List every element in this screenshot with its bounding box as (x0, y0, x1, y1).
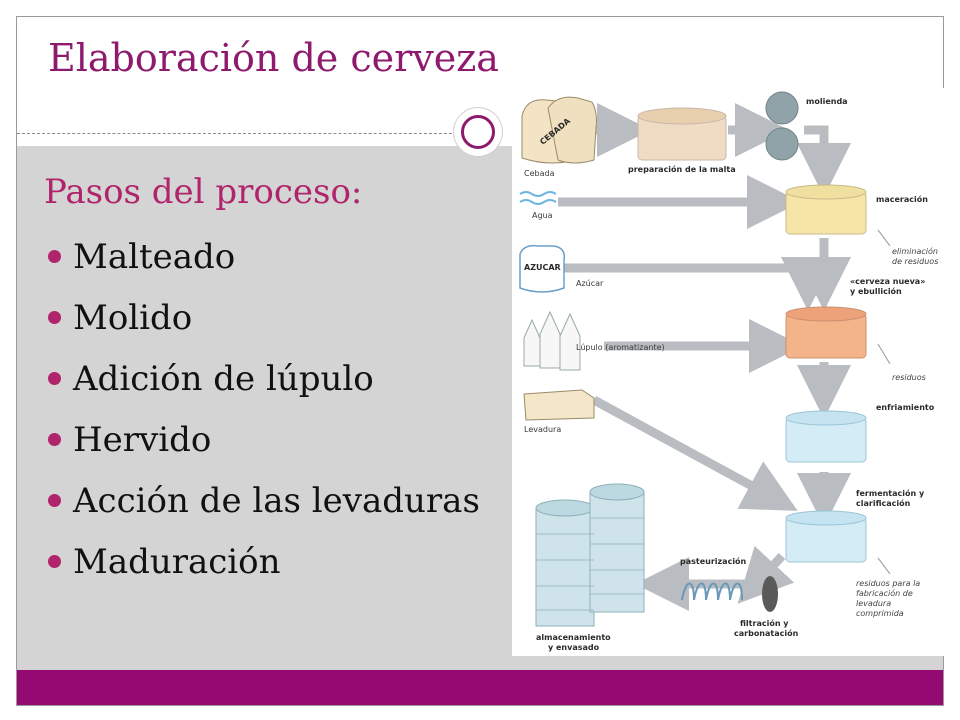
brewing-process-diagram: CEBADA Cebada Agua AZUCAR Azúcar Lúpulo … (512, 88, 944, 656)
almacenamiento-label-2: y envasado (548, 643, 600, 652)
list-item: Adición de lúpulo (44, 348, 480, 409)
maceracion-tank-icon (785, 184, 867, 235)
molienda-rollers-icon (765, 91, 799, 161)
eliminacion-label-1: eliminación (892, 246, 938, 256)
agua-icon (519, 191, 557, 205)
list-item: Molido (44, 287, 480, 348)
section-subtitle: Pasos del proceso: (44, 172, 363, 212)
residuos-fab-label-3: levadura (856, 599, 891, 608)
list-item: Hervido (44, 409, 480, 470)
list-item: Acción de las levaduras (44, 470, 480, 531)
filtracion-label-1: filtración y (740, 618, 789, 628)
maceracion-label: maceración (876, 194, 928, 204)
bullet-icon (48, 372, 61, 385)
residuos-fab-label-2: fabricación de (856, 588, 913, 598)
title-divider (17, 133, 457, 134)
fermentacion-label-1: fermentación y (856, 488, 925, 498)
bullet-icon (48, 433, 61, 446)
enfriamiento-tank-icon (785, 410, 867, 463)
lupulo-sacks-icon (523, 310, 581, 371)
ebullicion-tank-icon (785, 306, 867, 359)
filtracion-icon (762, 576, 778, 612)
diagram-svg: CEBADA Cebada Agua AZUCAR Azúcar Lúpulo … (519, 91, 938, 652)
cebada-label: Cebada (524, 169, 555, 178)
azucar-sack-label: AZUCAR (524, 263, 561, 272)
residue-arrows (877, 229, 891, 575)
preparacion-tank-icon (637, 107, 727, 161)
almacenamiento-label-1: almacenamiento (536, 633, 611, 642)
azucar-sack-icon: AZUCAR (519, 244, 566, 293)
residuos-fab-label-4: comprimida (856, 609, 904, 618)
enfriamiento-label: enfriamiento (876, 403, 935, 412)
list-item: Maduración (44, 531, 480, 592)
bullet-icon (48, 555, 61, 568)
preparacion-label: preparación de la malta (628, 164, 736, 174)
bullet-icon (48, 494, 61, 507)
bullet-icon (48, 311, 61, 324)
filtracion-label-2: carbonatación (734, 628, 799, 638)
footer-bar (17, 670, 943, 705)
flow-arrows (558, 103, 851, 611)
residuos-label: residuos (892, 373, 926, 382)
azucar-label: Azúcar (576, 279, 604, 288)
levadura-box-icon (523, 389, 595, 421)
almacenamiento-tanks-icon (535, 483, 645, 627)
slide-title: Elaboración de cerveza (48, 36, 499, 80)
levadura-label: Levadura (524, 425, 561, 434)
cerveza-nueva-label-2: y ebullición (850, 286, 902, 296)
bullet-icon (48, 250, 61, 263)
process-steps-list: Malteado Molido Adición de lúpulo Hervid… (44, 226, 480, 592)
fermentacion-tank-icon (785, 510, 867, 563)
pasteurizacion-label: pasteurización (680, 556, 747, 566)
list-item: Malteado (44, 226, 480, 287)
pasteurizacion-coil-icon (681, 582, 743, 601)
fermentacion-label-2: clarificación (856, 498, 911, 508)
molienda-label: molienda (806, 97, 848, 106)
residuos-fab-label-1: residuos para la (856, 579, 920, 588)
cebada-sacks-icon: CEBADA (521, 96, 597, 164)
agua-label: Agua (532, 211, 553, 220)
eliminacion-label-2: de residuos (892, 257, 938, 266)
ring-ornament (454, 108, 502, 156)
cerveza-nueva-label-1: «cerveza nueva» (850, 277, 925, 286)
lupulo-label: Lúpulo (aromatizante) (576, 343, 665, 352)
